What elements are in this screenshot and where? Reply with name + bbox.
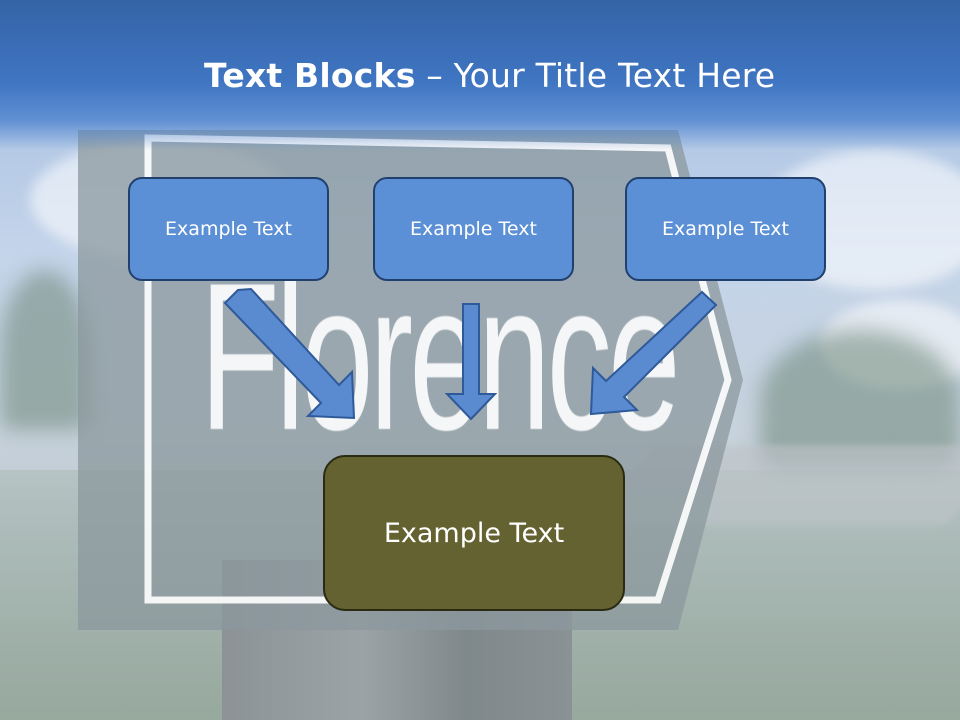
text-block-bottom[interactable]: Example Text bbox=[323, 455, 625, 611]
slide-title[interactable]: Text Blocks – Your Title Text Here bbox=[204, 56, 775, 95]
arrow-right[interactable] bbox=[589, 290, 718, 416]
text-block-label: Example Text bbox=[165, 218, 292, 240]
title-band bbox=[0, 0, 960, 150]
arrow-left[interactable] bbox=[223, 287, 356, 420]
trees-shape bbox=[0, 270, 90, 430]
text-block-3[interactable]: Example Text bbox=[625, 177, 826, 281]
text-block-label: Example Text bbox=[662, 218, 789, 240]
title-rest: Your Title Text Here bbox=[453, 56, 776, 95]
text-block-2[interactable]: Example Text bbox=[373, 177, 574, 281]
text-block-label: Example Text bbox=[383, 517, 565, 549]
text-block-1[interactable]: Example Text bbox=[128, 177, 329, 281]
title-separator: – bbox=[415, 56, 454, 95]
arrow-middle[interactable] bbox=[444, 303, 498, 421]
title-bold: Text Blocks bbox=[204, 56, 416, 95]
text-block-label: Example Text bbox=[410, 218, 537, 240]
